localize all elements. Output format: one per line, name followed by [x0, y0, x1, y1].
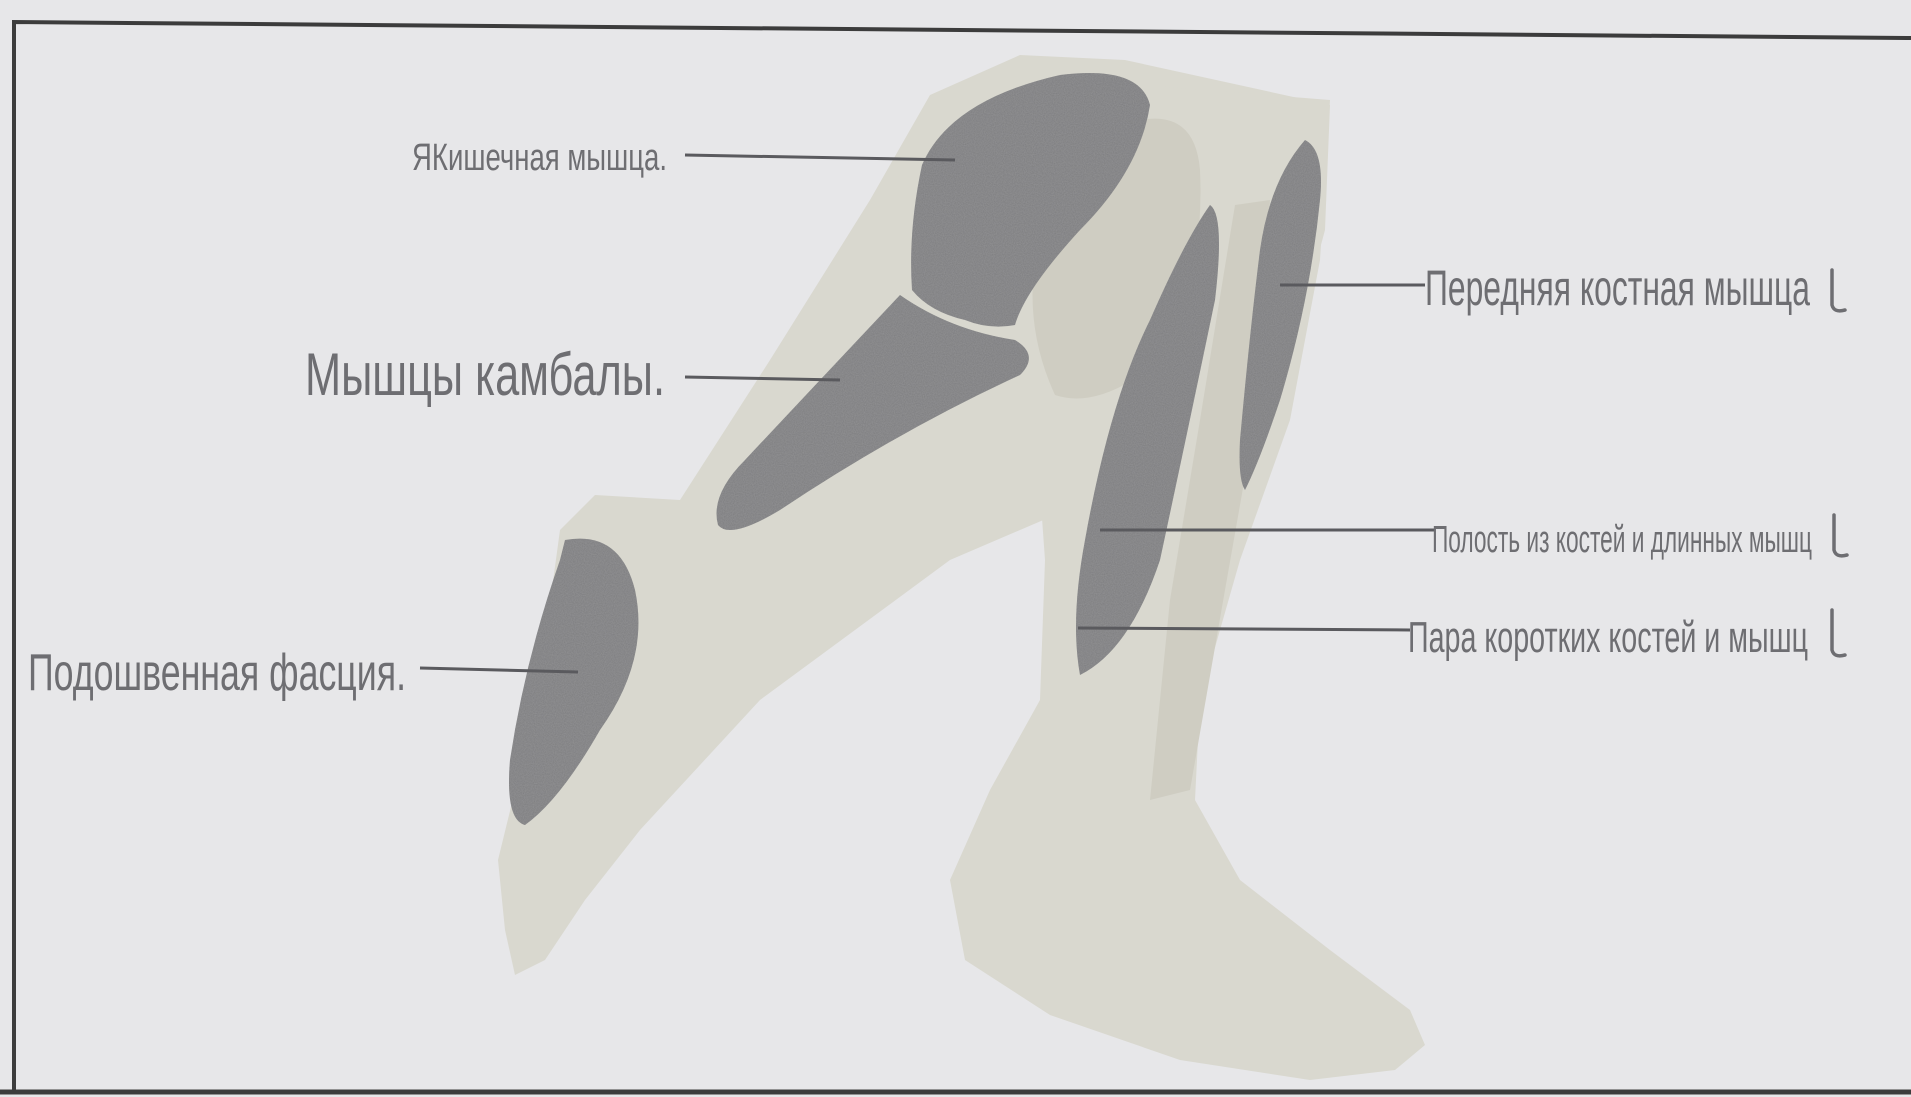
leader-short-bones-muscles — [1078, 628, 1410, 630]
label-short-bones-muscles: Пара коротких костей и мышц — [1408, 613, 1808, 662]
label-long-bones-muscles: Полость из костей и длинных мышц — [1432, 519, 1812, 561]
label-soleus-muscles: Мышцы камбалы. — [305, 341, 665, 408]
label-intestinal-muscle: ЯКишечная мышца. — [412, 137, 667, 179]
label-anterior-bone-muscle: Передняя костная мышца — [1425, 260, 1810, 316]
label-plantar-fascia: Подошвенная фасция. — [28, 644, 406, 702]
